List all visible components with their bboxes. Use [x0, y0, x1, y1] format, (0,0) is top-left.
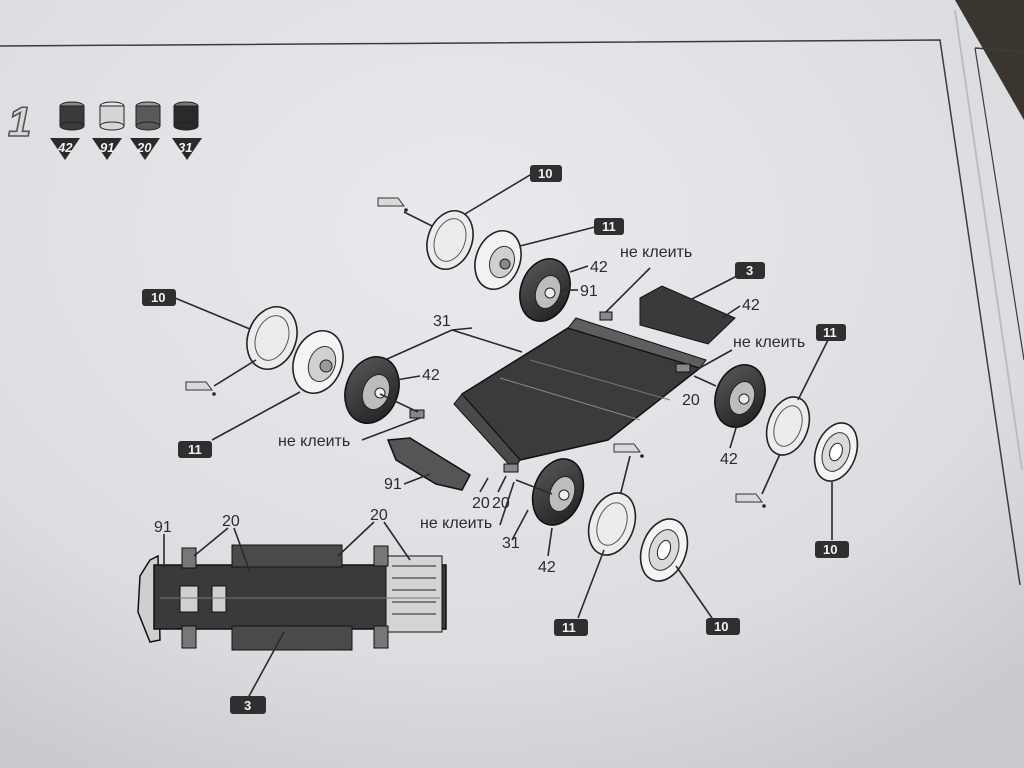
- part-tag-11: [816, 324, 846, 341]
- paint-jar-31: 31: [172, 101, 202, 160]
- glue-tube-icon: [185, 381, 216, 396]
- hubcap-disc: [587, 492, 637, 556]
- part-tag-11: [554, 619, 588, 636]
- part-tag-11-label: 11: [562, 620, 576, 635]
- part-tag-3: [735, 262, 765, 279]
- part-tag-10: [142, 289, 176, 306]
- part-tag-11-label: 11: [602, 219, 616, 234]
- wheel-assembly-right: не клеить 20 42 11 10: [682, 324, 859, 558]
- paint-jar-42: 42: [50, 101, 85, 160]
- part-tag-10-label: 10: [714, 619, 728, 634]
- paint-code-42: 42: [57, 140, 73, 155]
- paint-jar-20: 20: [130, 101, 161, 160]
- part-tag-10: [706, 618, 740, 635]
- part-tag-3: [230, 696, 266, 714]
- no-glue-note: не клеить: [620, 244, 692, 261]
- paint-callout: 91: [384, 476, 402, 493]
- part-tag-10: [815, 541, 849, 558]
- chassis-plate-part: 3 42: [639, 262, 765, 345]
- part-tag-11-label: 11: [188, 442, 202, 457]
- paint-jar-91: 91: [92, 101, 125, 160]
- paint-code-20: 20: [136, 140, 152, 155]
- paint-callout: 31: [433, 313, 451, 330]
- part-tag-10-label: 10: [151, 290, 165, 305]
- wheel-assembly-top: 10 11 42 91 не клеить: [377, 165, 692, 322]
- paint-callout: 42: [742, 297, 760, 314]
- paint-callout: 42: [590, 259, 608, 276]
- wheel-assembly-bottom: 20 20 не клеить 31 42 11 10: [420, 443, 740, 636]
- hubcap-disc: [426, 210, 474, 270]
- paint-callout: 42: [422, 367, 440, 384]
- paint-callout: 20: [222, 513, 240, 530]
- paint-callout: 91: [154, 519, 172, 536]
- paint-callout: 91: [580, 283, 598, 300]
- no-glue-note: не клеить: [420, 515, 492, 532]
- paint-callout: 20: [682, 392, 700, 409]
- no-glue-note: не клеить: [733, 334, 805, 351]
- step-number: 1: [8, 98, 31, 145]
- paint-callout: 20: [370, 507, 388, 524]
- glue-tube-icon: [377, 197, 408, 212]
- glue-tube-icon: [613, 443, 644, 458]
- part-tag-11-label: 11: [823, 325, 837, 340]
- wheel-assembly-left: 10 11 42 не клеить 91: [142, 289, 440, 493]
- part-tag-10: [530, 165, 562, 182]
- part-tag-3-label: 3: [746, 263, 753, 278]
- part-tag-3-label: 3: [244, 698, 251, 713]
- part-tag-10-label: 10: [538, 166, 552, 181]
- paint-callout: 31: [502, 535, 520, 552]
- paint-callout: 20: [472, 495, 490, 512]
- paint-code-31: 31: [178, 140, 192, 155]
- chassis-frame: 31: [384, 311, 707, 491]
- part-tag-11: [178, 441, 212, 458]
- paint-code-91: 91: [100, 140, 114, 155]
- paint-callout: 42: [720, 451, 738, 468]
- no-glue-note: не клеить: [278, 433, 350, 450]
- part-tag-10-label: 10: [823, 542, 837, 557]
- glue-tube-icon: [735, 493, 766, 508]
- chassis-plan-view: 91 20 20 3: [137, 507, 447, 714]
- paint-callout: 42: [538, 559, 556, 576]
- step-header: 1 42 91 20 31: [7, 97, 202, 160]
- part-tag-11: [594, 218, 624, 235]
- hubcap-disc: [246, 306, 298, 370]
